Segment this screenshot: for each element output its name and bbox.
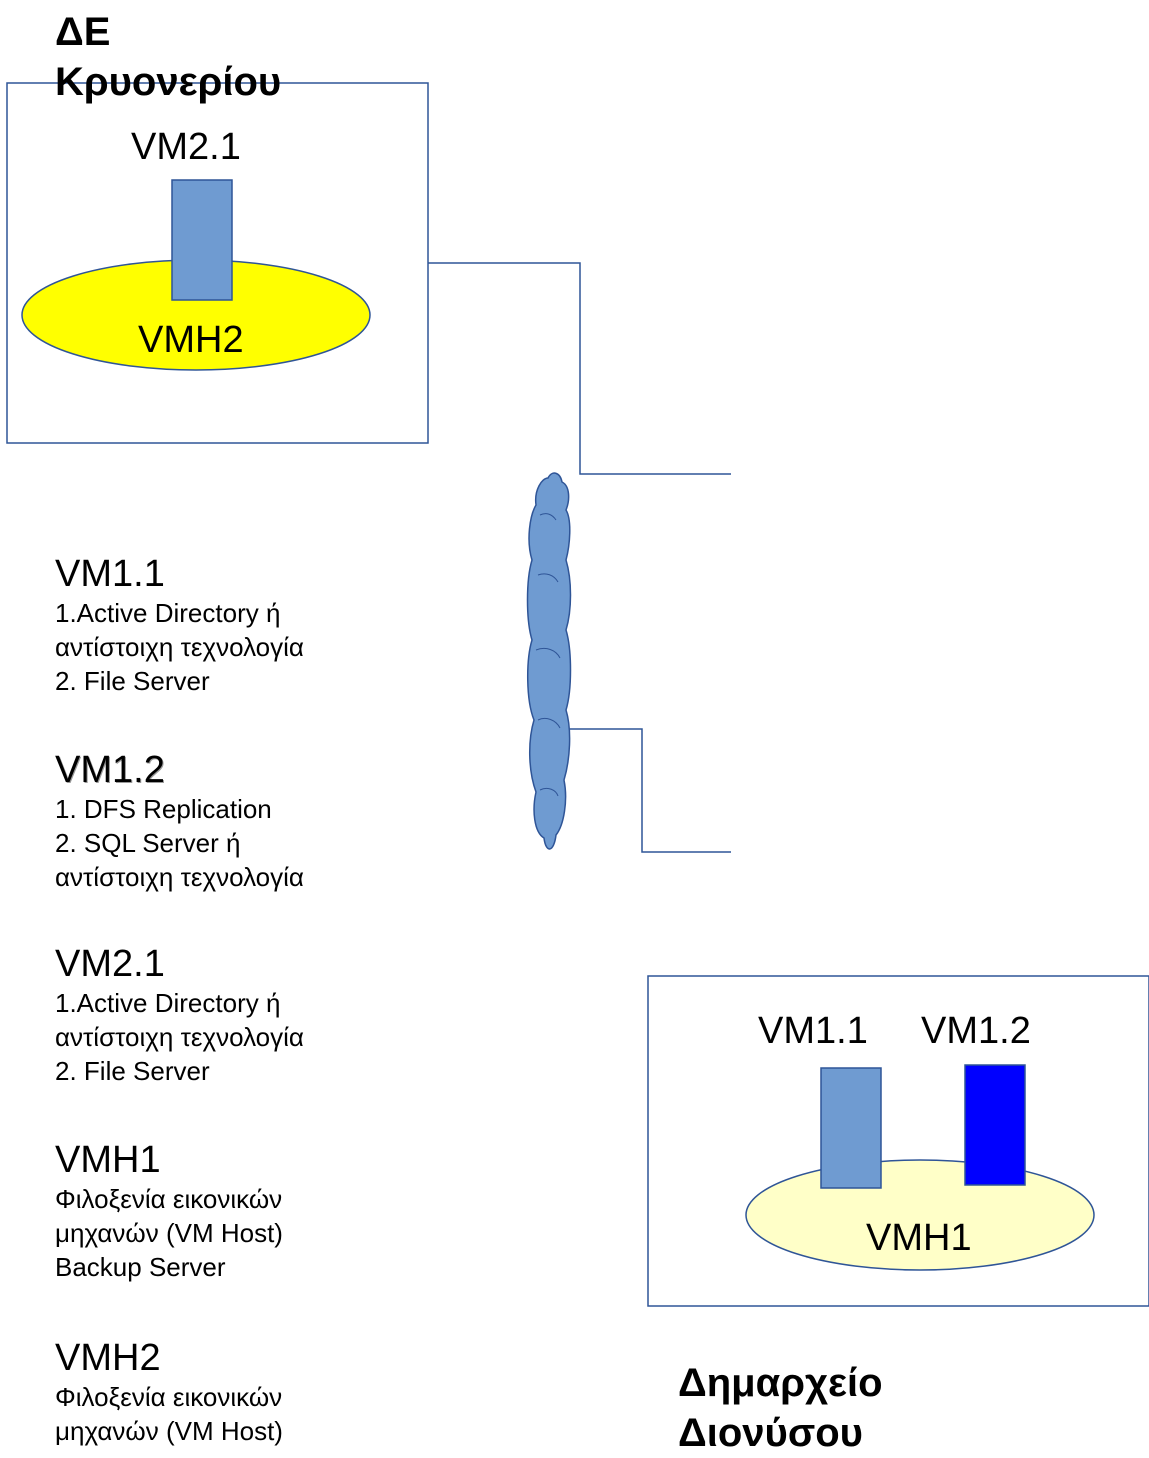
site-bottom-title: Δημαρχείο Διονύσου — [678, 1358, 883, 1458]
legend-line: Φιλοξενία εικονικών — [55, 1382, 283, 1412]
legend-line: μηχανών (VM Host) — [55, 1416, 283, 1446]
legend-vm11: VM1.1 1.Active Directory ή αντίστοιχη τε… — [55, 552, 395, 698]
site-top-title: ΔΕ Κρυονερίου — [55, 7, 281, 107]
legend-line: 2. SQL Server ή — [55, 828, 241, 858]
legend-line: αντίστοιχη τεχνολογία — [55, 1022, 304, 1052]
legend-vmh1: VMH1 Φιλοξενία εικονικών μηχανών (VM Hos… — [55, 1138, 395, 1284]
legend-heading: VM2.1 — [55, 943, 165, 985]
legend-heading: VMH1 — [55, 1139, 161, 1181]
legend-line: Backup Server — [55, 1252, 226, 1282]
vm21-label: VM2.1 — [131, 126, 241, 168]
vm11-box — [820, 1067, 882, 1189]
site-bottom-frame — [647, 975, 1149, 1307]
legend-heading: VM1.1 — [55, 553, 165, 595]
connector-bottom — [565, 728, 731, 853]
site-top-title-line1: ΔΕ — [55, 10, 111, 54]
legend-line: Φιλοξενία εικονικών — [55, 1184, 283, 1214]
legend-line: 1.Active Directory ή — [55, 988, 281, 1018]
cloud-icon — [526, 472, 572, 850]
legend-heading: VM1.2 — [55, 749, 165, 791]
legend-line: αντίστοιχη τεχνολογία — [55, 632, 304, 662]
legend-line: 1.Active Directory ή — [55, 598, 281, 628]
vm21-box — [171, 179, 233, 301]
vm12-box — [964, 1064, 1026, 1186]
vmh2-label: VMH2 — [138, 319, 244, 361]
legend-line: 2. File Server — [55, 1056, 210, 1086]
legend-heading: VMH2 — [55, 1337, 161, 1379]
site-top-title-line2: Κρυονερίου — [55, 60, 282, 104]
legend-line: αντίστοιχη τεχνολογία — [55, 862, 304, 892]
vm12-label: VM1.2 — [921, 1010, 1031, 1052]
legend-line: 2. File Server — [55, 666, 210, 696]
legend-vmh2: VMH2 Φιλοξενία εικονικών μηχανών (VM Hos… — [55, 1336, 395, 1448]
legend-line: 1. DFS Replication — [55, 794, 272, 824]
connector-top — [428, 262, 731, 475]
legend-vm12: VM1.2 1. DFS Replication 2. SQL Server ή… — [55, 748, 395, 894]
site-bottom-title-line1: Δημαρχείο — [678, 1361, 883, 1405]
vmh1-label: VMH1 — [866, 1217, 972, 1259]
legend-vm21: VM2.1 1.Active Directory ή αντίστοιχη τε… — [55, 942, 395, 1088]
legend-line: μηχανών (VM Host) — [55, 1218, 283, 1248]
vm11-label: VM1.1 — [758, 1010, 868, 1052]
site-bottom-title-line2: Διονύσου — [678, 1411, 863, 1455]
